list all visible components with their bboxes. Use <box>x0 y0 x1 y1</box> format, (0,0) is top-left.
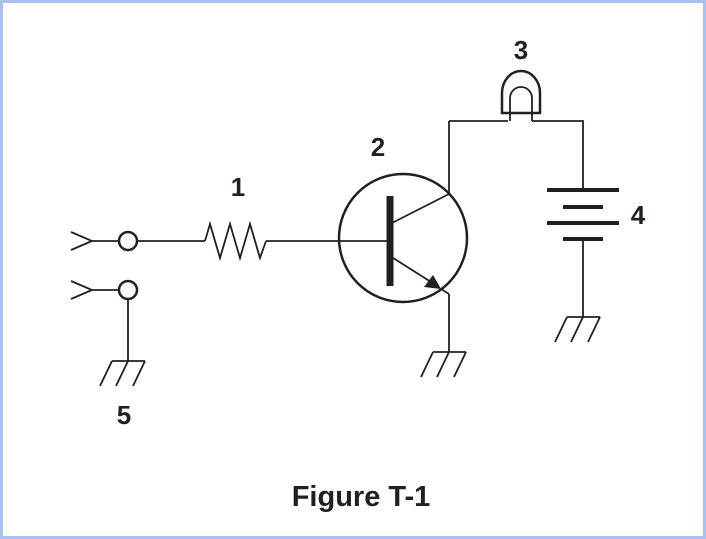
figure-caption: Figure T-1 <box>292 481 431 513</box>
label-ground-input: 5 <box>117 400 131 430</box>
ground-symbol-input <box>99 360 146 387</box>
label-battery: 4 <box>631 200 646 230</box>
label-transistor: 2 <box>371 132 385 162</box>
wire-lamp-to-battery <box>532 120 584 190</box>
emitter-arrow <box>424 275 441 289</box>
battery-symbol <box>547 188 619 317</box>
ground-symbol-battery <box>554 316 601 343</box>
transistor-symbol <box>337 121 469 352</box>
label-resistor: 1 <box>231 172 245 202</box>
lamp-symbol <box>500 69 542 121</box>
ground-symbol-transistor <box>420 351 467 378</box>
resistor-symbol <box>204 220 267 262</box>
input-terminal-bottom <box>70 279 139 301</box>
label-lamp: 3 <box>514 35 528 65</box>
input-terminal-top <box>70 230 139 252</box>
